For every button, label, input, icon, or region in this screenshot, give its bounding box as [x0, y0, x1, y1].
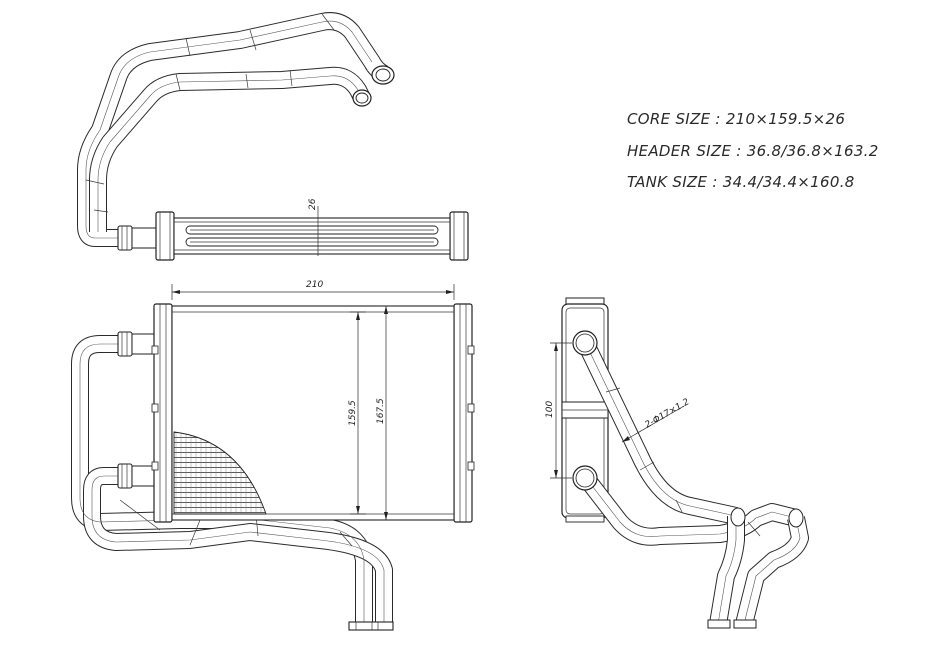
side-pipes	[577, 340, 809, 629]
fin-detail	[173, 431, 267, 515]
top-view-upper-hose	[77, 12, 389, 247]
header-size-spec: HEADER SIZE : 36.8/36.8×163.2	[627, 142, 879, 160]
hose-segment-lines	[85, 13, 335, 213]
dim-front-core-height-label: 159.5	[348, 400, 358, 426]
dim-front-width: 210	[171, 280, 455, 300]
top-view-core	[155, 211, 469, 261]
dim-side-spacing: 100	[545, 342, 572, 479]
spec-block: CORE SIZE : 210×159.5×26 HEADER SIZE : 3…	[627, 110, 879, 191]
core-size-spec: CORE SIZE : 210×159.5×26	[627, 110, 845, 128]
dim-top-thickness-label: 26	[308, 198, 318, 210]
dim-front-width-label: 210	[306, 280, 323, 290]
dim-top-thickness: 26	[308, 198, 322, 256]
dim-front-overall-height: 167.5	[376, 305, 394, 521]
dim-side-diameter-label: 2-Φ17×1.2	[644, 397, 692, 430]
front-core	[151, 303, 475, 523]
pipe-end-upper	[371, 65, 395, 85]
top-view: 26	[77, 12, 469, 261]
dim-side-spacing-label: 100	[545, 401, 555, 418]
top-view-connector	[117, 225, 157, 251]
dim-front-overall-height-label: 167.5	[376, 398, 386, 424]
front-view: 210	[71, 280, 475, 631]
dim-front-core-height: 159.5	[348, 311, 366, 515]
front-upper-connector	[117, 331, 157, 357]
side-pipe-opening-lower	[572, 465, 598, 491]
side-view: 100 2-Φ17×1.2	[545, 297, 809, 629]
front-lower-connector	[117, 463, 157, 489]
tank-size-spec: TANK SIZE : 34.4/34.4×160.8	[627, 173, 855, 191]
top-view-lower-hose	[89, 66, 371, 232]
front-left-hoses	[71, 335, 394, 631]
side-pipe-opening-upper	[572, 330, 598, 356]
pipe-end-lower	[352, 89, 372, 107]
